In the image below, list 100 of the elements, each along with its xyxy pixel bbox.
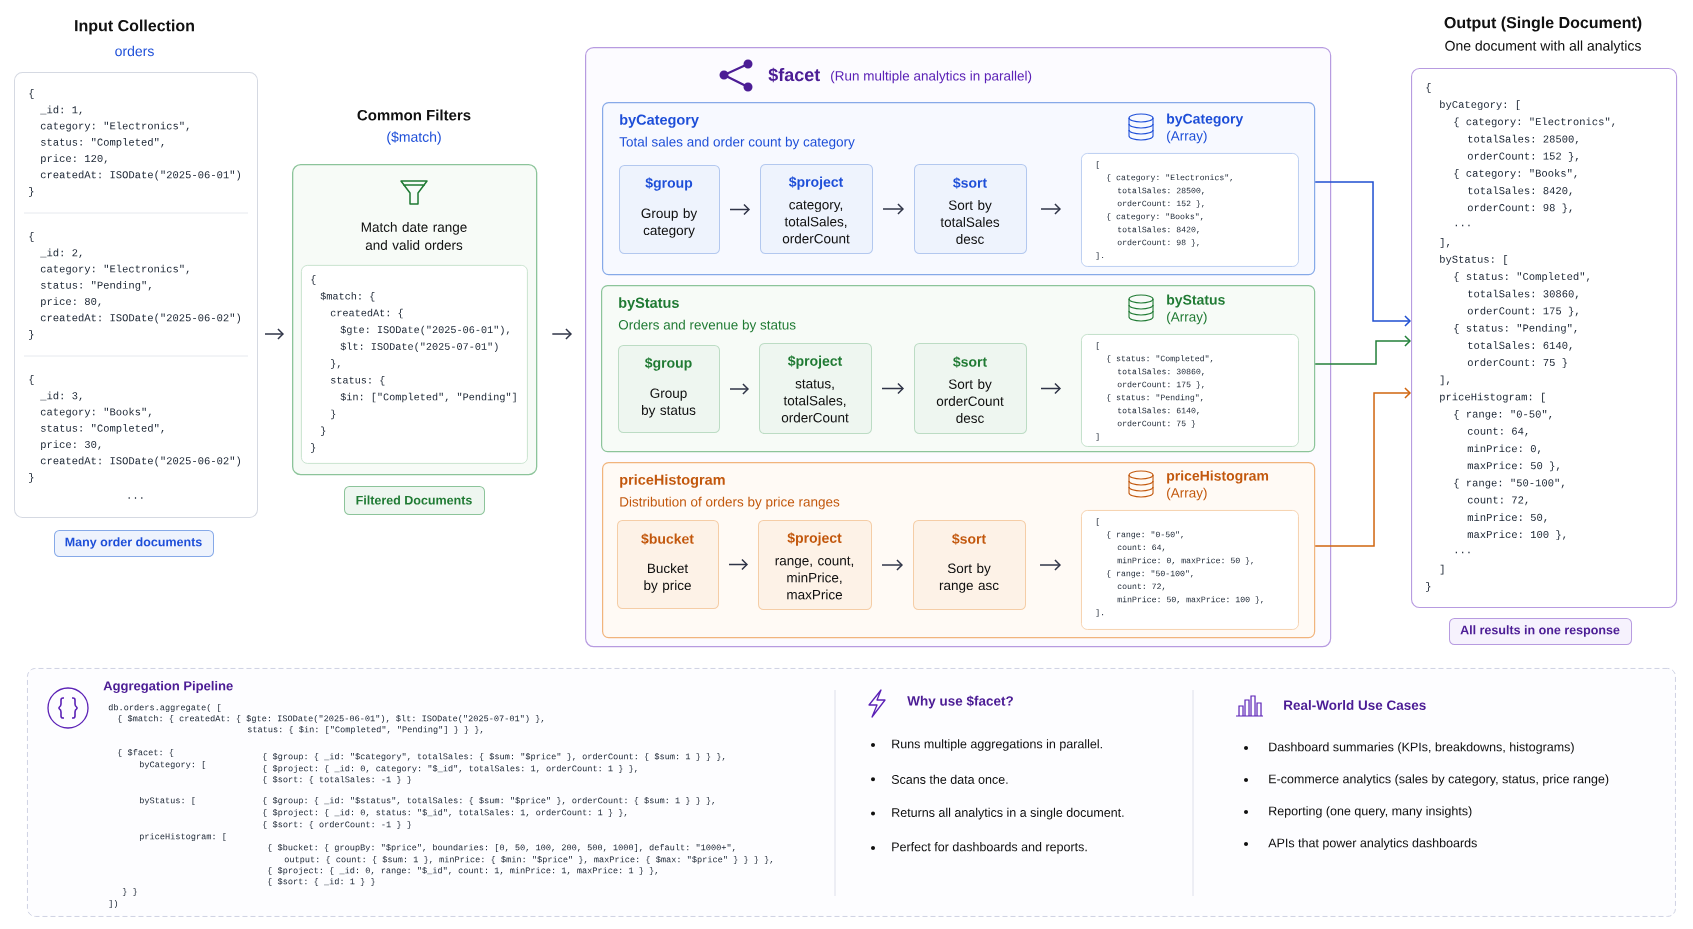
code-line: [	[1096, 342, 1100, 350]
code-line: orderCount: 75 }	[1467, 358, 1567, 369]
code-line: byStatus: [	[1440, 255, 1508, 265]
code-line: minPrice: 0, maxPrice: 50 },	[1117, 557, 1253, 565]
arrow	[729, 383, 749, 395]
code-line: totalSales: 8420,	[1118, 226, 1199, 234]
code-line: {	[311, 275, 316, 285]
code-line: maxPrice: 100 },	[1467, 530, 1566, 541]
stage-box: $group Group by status	[618, 345, 720, 433]
arrow	[1040, 203, 1061, 215]
code-line: price: 30,	[41, 440, 101, 451]
code-line: ],	[1440, 375, 1450, 386]
stage-box: $sort Sort by range asc	[913, 520, 1026, 610]
arrow	[728, 558, 748, 571]
code-line: { $facet: {	[118, 749, 174, 757]
bullet-item: Reporting (one query, many insights)	[1244, 806, 1472, 818]
code-line: minPrice: 0,	[1467, 444, 1541, 454]
code-line: {	[29, 375, 34, 385]
column-title: Output (Single Document)	[1444, 16, 1642, 32]
code-line: }	[29, 329, 34, 340]
code-line: orderCount: 175 },	[1467, 306, 1578, 317]
code-line: $lt: ISODate("2025-07-01")	[340, 342, 498, 352]
code-line: status: "Completed",	[41, 138, 164, 148]
code-line: orderCount: 98 },	[1117, 239, 1199, 247]
facet-description: Orders and revenue by status	[618, 319, 796, 333]
arrow	[1314, 181, 1412, 327]
code-line: status: { $in: ["Completed", "Pending"] } } },	[247, 726, 483, 734]
facet-description: Distribution of orders by price ranges	[620, 496, 840, 510]
code-line: { $group: { _id: "$category", totalSales: { $sum: "$price" }, orderCount: { $sum: 1 } } },	[263, 753, 725, 761]
column-subtitle: One document with all analytics	[1445, 40, 1641, 54]
facet-description: Total sales and order count by category	[619, 136, 855, 150]
arrow	[882, 203, 904, 215]
code-line: count: 64,	[1117, 544, 1165, 552]
stage-name: ($match)	[387, 131, 441, 145]
code-line: maxPrice: 50 },	[1467, 461, 1559, 472]
bullet-item: E-commerce analytics (sales by category, status, price range)	[1244, 774, 1609, 786]
code-line: } }	[122, 888, 137, 896]
code-line: status: "Pending",	[41, 281, 151, 291]
code-line: { range: "50-100",	[1454, 478, 1564, 489]
section-title: Real-World Use Cases	[1284, 700, 1426, 710]
code-line: totalSales: 28500,	[1118, 187, 1204, 195]
description-text: Match date range and valid orders	[361, 222, 467, 250]
code-line: count: 72,	[1467, 496, 1528, 506]
stage-box: $sort Sort by orderCount desc	[914, 343, 1027, 434]
arrow	[264, 328, 284, 340]
code-line: { status: "Pending",	[1107, 394, 1203, 402]
stage-box: $group Group by category	[619, 165, 720, 254]
code-line: ],	[1440, 237, 1450, 248]
code-line: ].	[1096, 252, 1104, 260]
code-line: ]	[1096, 433, 1099, 441]
code-line: count: 72,	[1117, 583, 1165, 591]
code-line: orderCount: 75 }	[1117, 420, 1196, 428]
code-line: { $sort: { _id: 1 } }	[268, 878, 375, 886]
code-line: {	[1426, 83, 1431, 93]
code-line: minPrice: 50,	[1467, 513, 1547, 523]
code-line: { category: "Books",	[1454, 169, 1577, 179]
code-line: { range: "0-50",	[1107, 531, 1183, 539]
code-line: totalSales: 30860,	[1118, 368, 1204, 376]
code-line: orderCount: 152 },	[1467, 151, 1578, 162]
collection-name: orders	[115, 45, 154, 57]
column-title: Input Collection	[75, 19, 194, 35]
code-line: price: 120,	[41, 154, 107, 165]
facet-name: byStatus	[619, 297, 679, 311]
code-line: { category: "Electronics",	[1107, 174, 1232, 182]
code-line: price: 80,	[41, 297, 101, 308]
code-line: minPrice: 50, maxPrice: 100 },	[1117, 596, 1263, 604]
array-name: priceHistogram	[1167, 470, 1269, 484]
code-line: priceHistogram: [	[139, 833, 226, 841]
bullet-item: Returns all analytics in a single document.	[871, 807, 1124, 820]
code-line: { status: "Completed",	[1454, 272, 1590, 283]
code-line: }	[311, 443, 316, 453]
arrow	[729, 203, 750, 216]
code-line: { $project: { _id: 0, category: "$_id", totalSales: 1, orderCount: 1 } },	[263, 765, 637, 773]
code-line: status: "Completed",	[41, 424, 164, 434]
stage-box: $project range, count, minPrice, maxPrice	[758, 520, 872, 610]
bullet-item: Dashboard summaries (KPIs, breakdowns, histograms)	[1244, 742, 1574, 754]
arrow	[551, 328, 572, 340]
bullet-item: APIs that power analytics dashboards	[1244, 838, 1477, 850]
array-type: (Array)	[1167, 487, 1207, 501]
code-line: category: "Electronics",	[40, 264, 189, 275]
code-line: { $sort: { orderCount: -1 } }	[263, 821, 411, 829]
caption-badge: All results in one response	[1449, 618, 1632, 645]
array-name: byStatus	[1167, 294, 1225, 308]
code-line: category: "Books",	[40, 407, 151, 418]
code-line: { status: "Pending",	[1454, 323, 1577, 334]
code-line: {	[29, 89, 34, 99]
code-line: totalSales: 6140,	[1118, 407, 1199, 415]
code-line: byCategory: [	[139, 761, 206, 769]
arrow	[1039, 559, 1061, 571]
bullet-item: Runs multiple aggregations in parallel.	[871, 739, 1102, 751]
facet-name: byCategory	[620, 114, 699, 128]
code-line: { $sort: { totalSales: -1 } }	[263, 776, 411, 784]
code-line: }	[331, 409, 336, 420]
column-title: Common Filters	[357, 109, 471, 121]
code-line: { $project: { _id: 0, status: "$_id", totalSales: 1, orderCount: 1 } },	[263, 809, 627, 817]
bullet-item: Scans the data once.	[871, 774, 1008, 784]
stage-box: $project status, totalSales, orderCount	[759, 343, 872, 434]
code-line: $in: ["Completed", "Pending"]	[340, 392, 516, 403]
code-line: createdAt: ISODate("2025-06-01")	[40, 170, 241, 181]
code-line: output: { count: { $sum: 1 }, minPrice: { $min: "$price" }, maxPrice: { $max: "$price" } } } },	[284, 856, 773, 864]
